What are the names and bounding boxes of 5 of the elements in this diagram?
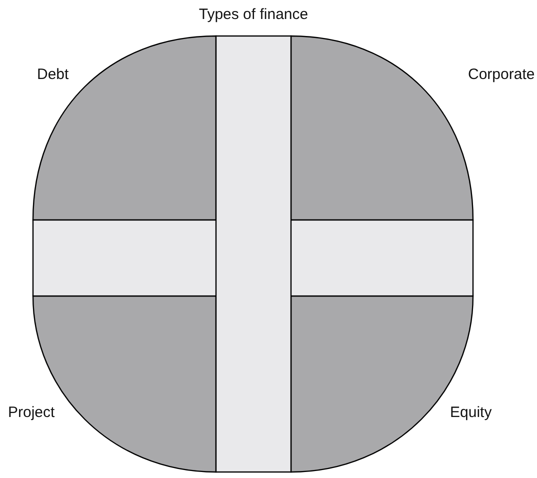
quadrant-label: Debt <box>37 66 69 84</box>
quadrant-label: Equity <box>450 404 492 422</box>
quadrant-label: Corporate <box>468 66 535 84</box>
quadrant-label: Project <box>8 404 55 422</box>
diagram-title: Types of finance <box>198 6 310 24</box>
